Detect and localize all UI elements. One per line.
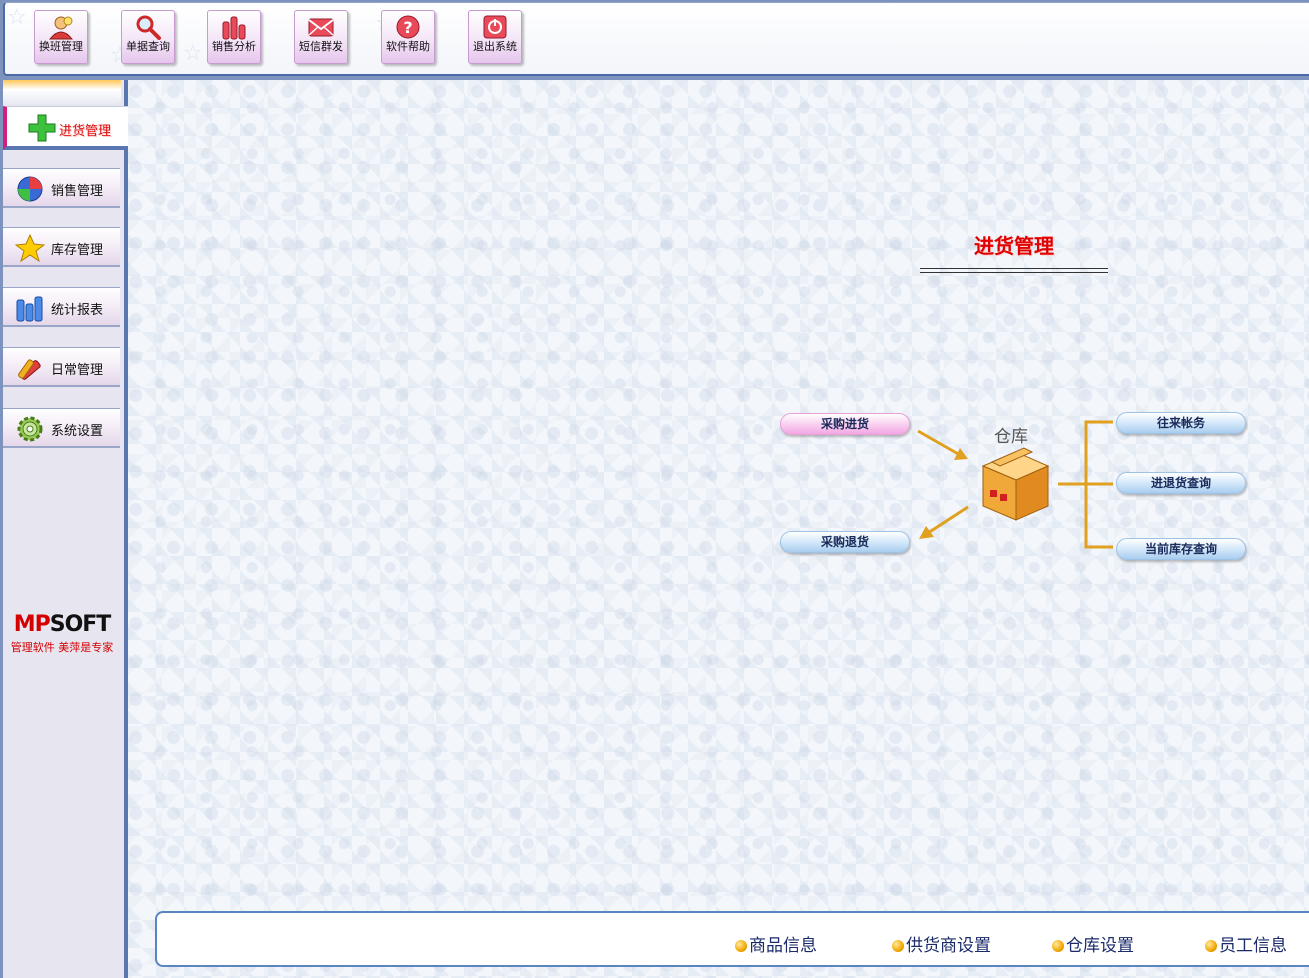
top-toolbar: ☆ ☆ ☆ ☆ 换班管理 单据查询 销售分析 短信群发: [3, 2, 1309, 76]
sidebar-item-label: 库存管理: [51, 243, 104, 258]
logo-brand: MPSOFT: [13, 612, 112, 637]
sidebar-item-purchase-management[interactable]: 进货管理: [3, 106, 128, 150]
shift-management-label: 换班管理: [39, 40, 83, 53]
magnifier-icon: [136, 15, 161, 40]
arrow-head-icon: [954, 448, 968, 460]
sidebar-item-daily-management[interactable]: 日常管理: [3, 347, 120, 387]
globe-icon: [17, 176, 43, 202]
sidebar-item-inventory-management[interactable]: 库存管理: [3, 227, 120, 267]
title-underline: [920, 268, 1108, 273]
purchase-in-button[interactable]: 采购进货: [780, 413, 910, 435]
star-decoration-icon: ☆: [7, 5, 27, 30]
bullet-icon: [892, 940, 904, 952]
employee-info-link[interactable]: 员工信息: [1205, 931, 1287, 956]
sms-broadcast-button[interactable]: 短信群发: [294, 10, 348, 64]
envelope-icon: [308, 18, 334, 37]
sidebar-top-bar: [3, 80, 121, 104]
document-query-button[interactable]: 单据查询: [121, 10, 175, 64]
warehouse-box-icon: [981, 447, 1050, 521]
svg-text:?: ?: [403, 18, 412, 37]
main-content: 进货管理 仓库 采购进货 采购退货 往来帐务 进退货查询 当前库存查询 商品信息…: [128, 80, 1309, 978]
warehouse-settings-link[interactable]: 仓库设置: [1052, 931, 1134, 956]
bullet-icon: [1205, 940, 1217, 952]
exit-system-button[interactable]: 退出系统: [468, 10, 522, 64]
arrow-head-icon: [919, 526, 934, 539]
in-return-query-button[interactable]: 进退货查询: [1116, 472, 1246, 494]
mpsoft-logo: MPSOFT 管理软件 美萍是专家: [3, 612, 121, 655]
sidebar-item-label: 系统设置: [51, 424, 104, 439]
bar-chart-icon: [222, 16, 246, 40]
star-icon: [15, 234, 45, 262]
software-help-button[interactable]: ? 软件帮助: [381, 10, 435, 64]
user-shift-icon: [48, 16, 74, 40]
sidebar-item-statistics-report[interactable]: 统计报表: [3, 287, 120, 327]
sidebar-item-label: 统计报表: [51, 303, 104, 318]
warehouse-label: 仓库: [994, 427, 1028, 447]
bar-chart-icon: [16, 296, 43, 322]
sidebar-item-label: 进货管理: [59, 124, 112, 139]
product-info-link[interactable]: 商品信息: [735, 931, 817, 956]
bullet-icon: [735, 940, 747, 952]
bullet-icon: [1052, 940, 1064, 952]
sales-analysis-button[interactable]: 销售分析: [207, 10, 261, 64]
sales-analysis-label: 销售分析: [212, 40, 256, 53]
sidebar-item-system-settings[interactable]: 系统设置: [3, 408, 120, 448]
gear-icon: [17, 416, 43, 442]
purchase-return-button[interactable]: 采购退货: [780, 531, 910, 553]
flow-connectors: [917, 420, 1113, 549]
plus-icon: [28, 114, 56, 142]
exit-system-label: 退出系统: [473, 40, 517, 53]
shift-management-button[interactable]: 换班管理: [34, 10, 88, 64]
software-help-label: 软件帮助: [386, 40, 430, 53]
page-title: 进货管理: [974, 234, 1054, 258]
tools-icon: [18, 359, 41, 380]
question-icon: ?: [396, 15, 420, 39]
left-sidebar: 进货管理 销售管理 库存管理 统计报表 日常管理: [3, 80, 128, 978]
star-decoration-icon: ☆: [183, 41, 203, 66]
purchase-in-arrow: [917, 429, 961, 457]
quick-links-bar: 商品信息 供货商设置 仓库设置 员工信息: [155, 911, 1309, 967]
sidebar-item-label: 销售管理: [51, 184, 104, 199]
accounts-button[interactable]: 往来帐务: [1116, 412, 1246, 434]
sidebar-item-label: 日常管理: [51, 363, 104, 378]
purchase-return-arrow: [927, 505, 969, 535]
stock-query-button[interactable]: 当前库存查询: [1116, 538, 1246, 560]
sms-broadcast-label: 短信群发: [299, 40, 343, 53]
power-icon: [483, 15, 507, 39]
document-query-label: 单据查询: [126, 40, 170, 53]
sidebar-item-sales-management[interactable]: 销售管理: [3, 168, 120, 208]
logo-slogan: 管理软件 美萍是专家: [10, 641, 114, 654]
supplier-settings-link[interactable]: 供货商设置: [892, 931, 991, 956]
